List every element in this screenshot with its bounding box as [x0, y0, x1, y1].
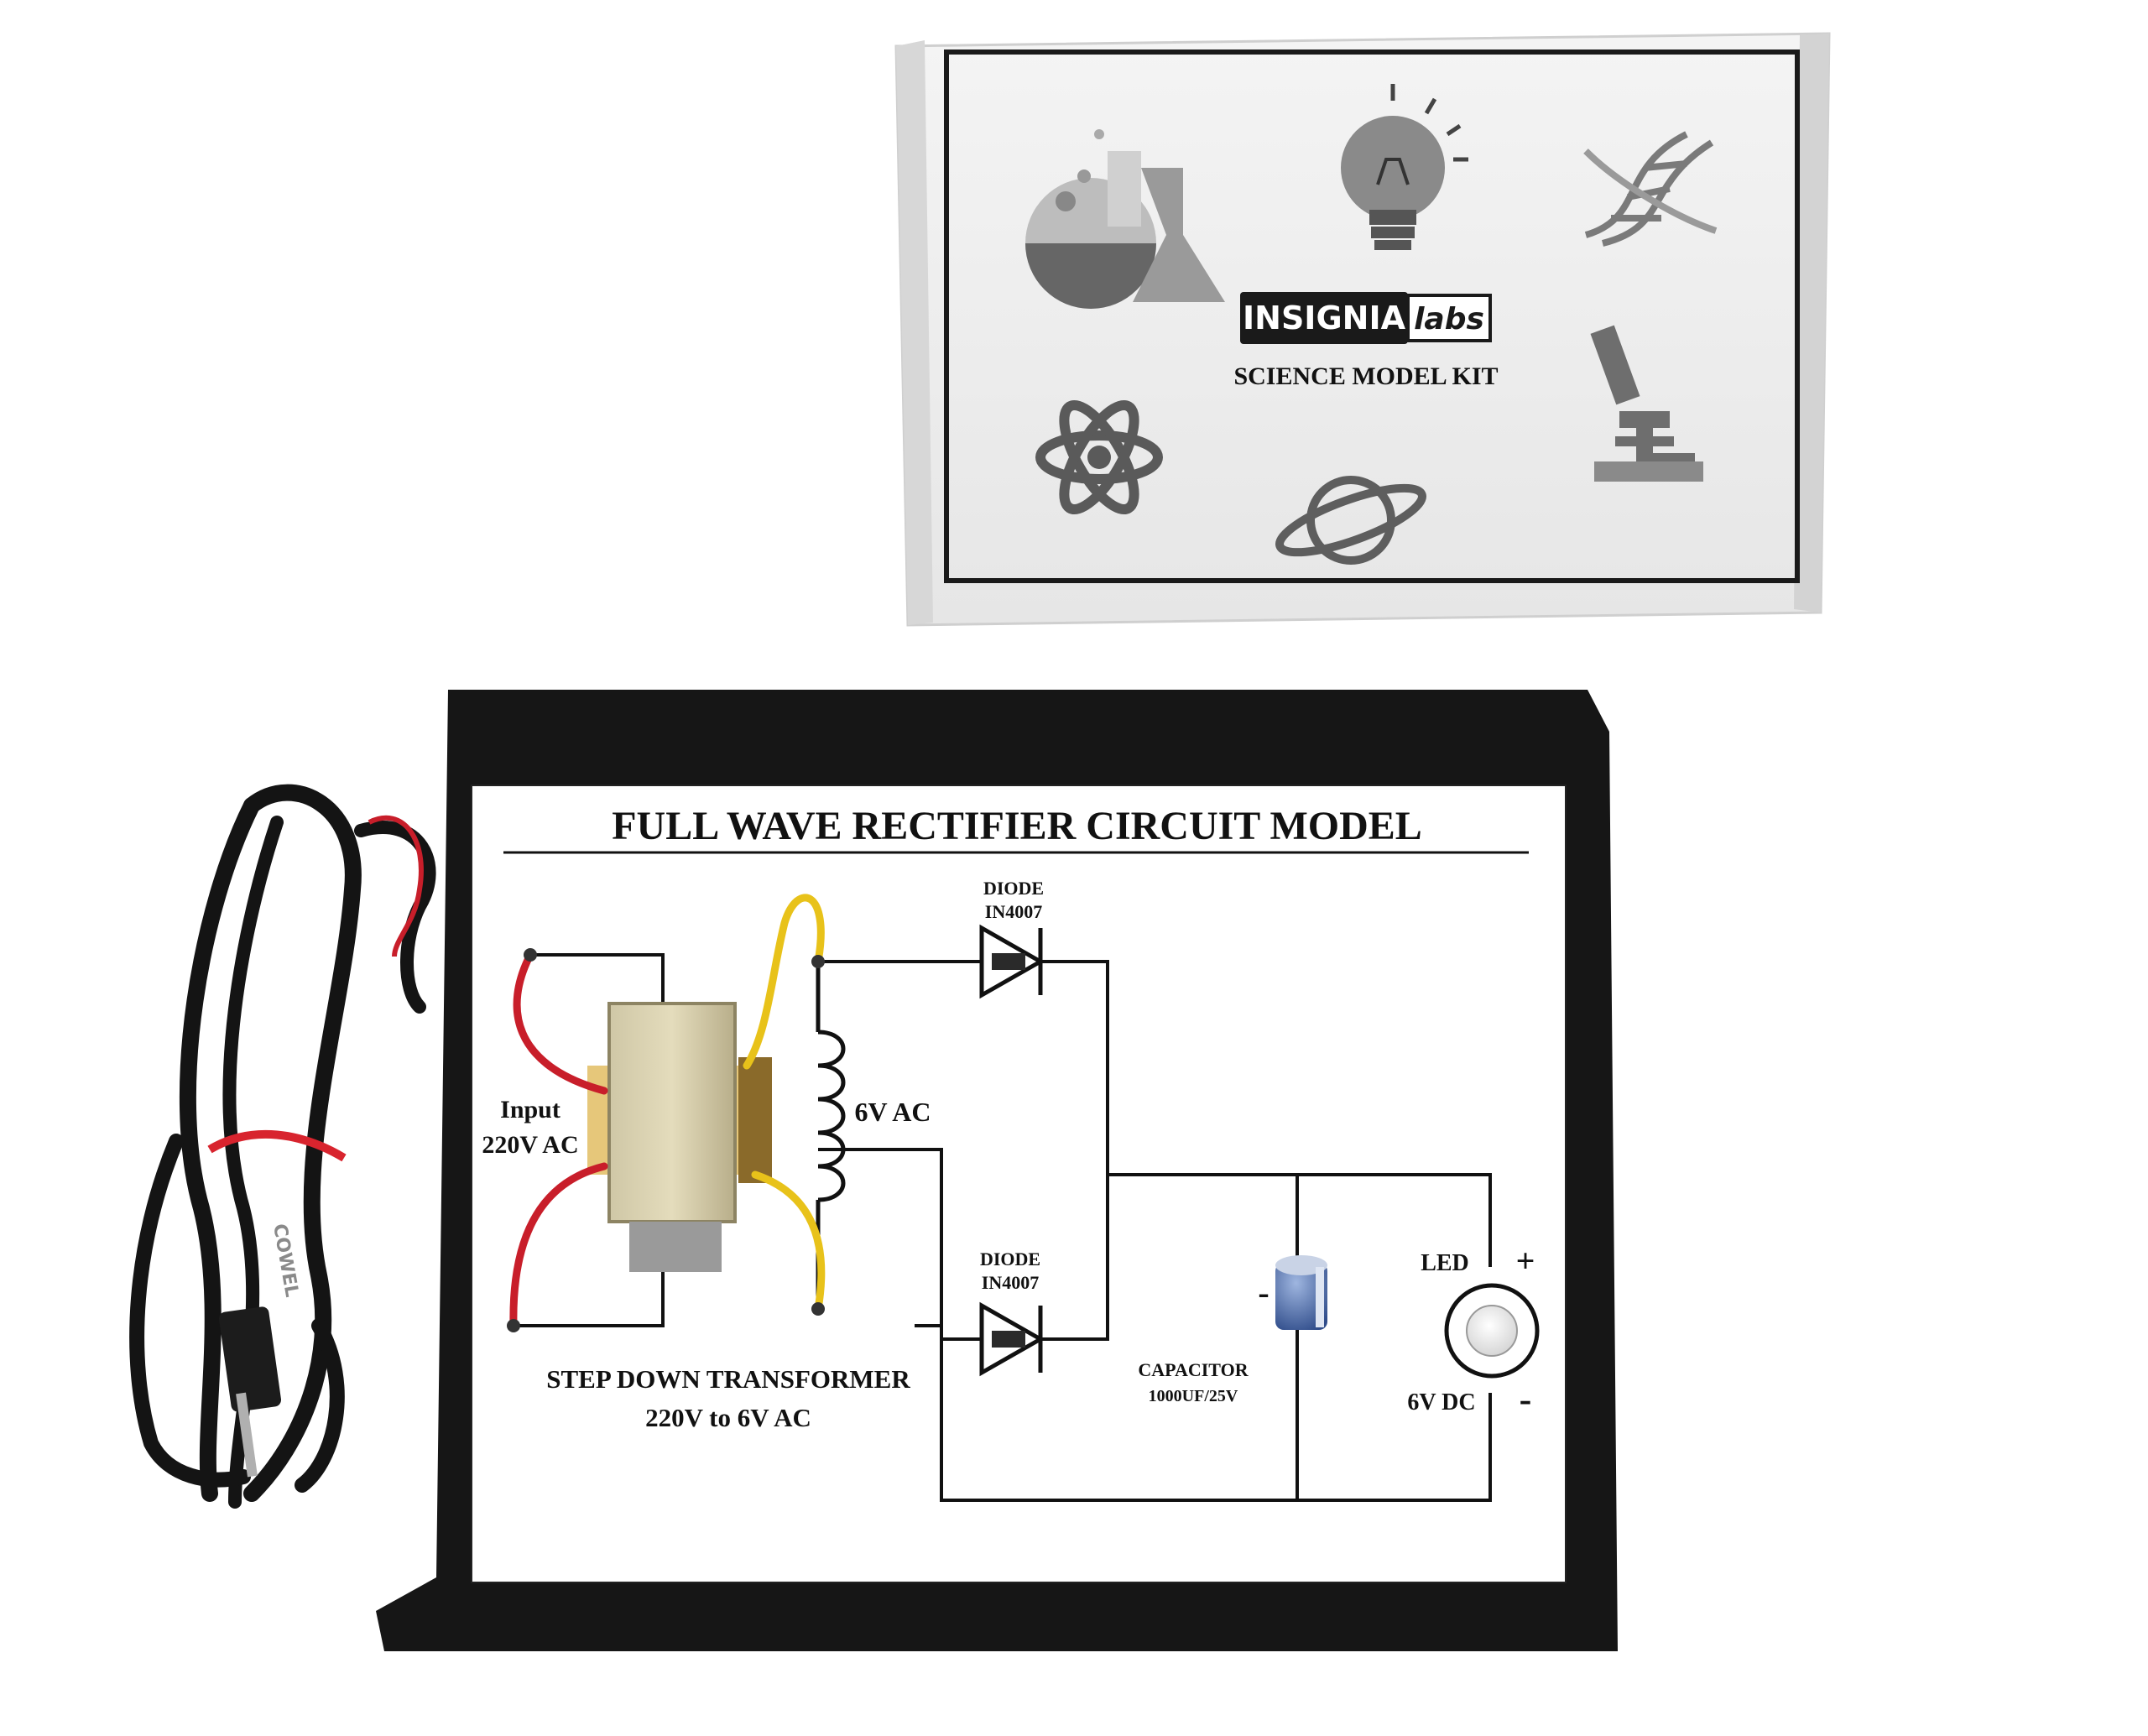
box-frame: [944, 50, 1800, 583]
atom-icon: [1035, 400, 1163, 514]
rubber-band: [207, 1129, 347, 1162]
yellow-wires: [743, 894, 826, 1313]
brand-logo: INSIGNIA labs: [1240, 292, 1492, 344]
microscope-icon: [1590, 325, 1703, 482]
input-label-2: 220V AC: [482, 1131, 578, 1159]
red-wires: [509, 951, 608, 1330]
transformer-label-1: STEP DOWN TRANSFORMER: [546, 1364, 910, 1394]
diode-top-label-2: IN4007: [985, 901, 1042, 922]
input-label-1: Input: [500, 1096, 560, 1123]
secondary-voltage-label: 6V AC: [855, 1097, 931, 1127]
diode-top-label-1: DIODE: [983, 878, 1044, 899]
cable-red-wire: [368, 815, 424, 957]
brand-name: INSIGNIA: [1243, 300, 1406, 336]
planet-icon: [1275, 476, 1426, 565]
capacitor-label-2: 1000UF/25V: [1149, 1387, 1238, 1405]
box-subtitle: SCIENCE MODEL KIT: [1233, 362, 1498, 390]
diode-bottom-label-2: IN4007: [982, 1272, 1039, 1293]
cable-print: COWEL: [268, 1222, 302, 1299]
minus-sign: -: [1520, 1379, 1532, 1420]
transformer: [587, 1002, 772, 1272]
plus-sign: +: [1516, 1242, 1535, 1280]
power-cable: [129, 784, 436, 1509]
circuit-board: FULL WAVE RECTIFIER CIRCUIT MODEL: [376, 690, 1618, 1651]
board-title: FULL WAVE RECTIFIER CIRCUIT MODEL: [612, 804, 1422, 848]
led-label: LED: [1421, 1250, 1469, 1276]
diode-top-symbol: [979, 924, 1045, 999]
capacitor: [1275, 1255, 1327, 1330]
bulb-icon: [1341, 84, 1468, 250]
brand-sub: labs: [1414, 302, 1484, 336]
plug: [218, 1306, 282, 1478]
led: [1444, 1283, 1540, 1379]
output-voltage-label: 6V DC: [1407, 1389, 1475, 1415]
kit-box: INSIGNIA labs SCIENCE MODEL KIT: [894, 32, 1831, 627]
diode-bottom-label-1: DIODE: [980, 1249, 1040, 1269]
diode-bottom-symbol: [979, 1301, 1045, 1377]
dna-icon: [1583, 131, 1718, 247]
capacitor-minus: -: [1258, 1274, 1269, 1311]
flask-icon: [1025, 129, 1225, 309]
transformer-label-2: 220V to 6V AC: [645, 1403, 811, 1432]
capacitor-label-1: CAPACITOR: [1138, 1359, 1249, 1380]
